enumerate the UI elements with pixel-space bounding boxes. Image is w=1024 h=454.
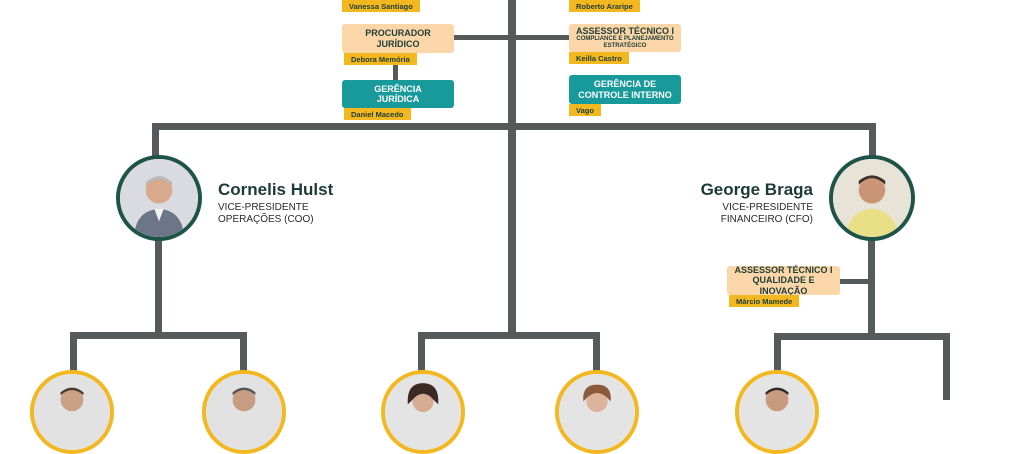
gerencia-juridica-box: GERÊNCIA JURÍDICA — [342, 80, 454, 108]
coo-role-line-1: VICE-PRESIDENTE — [218, 202, 309, 213]
top-right-person-tag: Roberto Araripe — [569, 0, 640, 12]
cfo-role-line-1: VICE-PRESIDENTE — [722, 202, 813, 213]
legal-connector — [393, 62, 398, 80]
controle-interno-title: GERÊNCIA DE CONTROLE INTERNO — [578, 79, 672, 100]
qualidade-connector — [838, 279, 870, 284]
cfo-down-line — [868, 238, 875, 338]
coo-child-2-avatar — [202, 370, 286, 454]
cfo-child-2-line — [943, 333, 950, 400]
controle-interno-person-tag: Vago — [569, 104, 601, 116]
cfo-name: George Braga — [700, 180, 813, 199]
person-icon — [833, 159, 911, 237]
person-icon — [34, 374, 110, 450]
controle-interno-box: GERÊNCIA DE CONTROLE INTERNO — [569, 75, 681, 104]
center-child-2-line — [593, 332, 600, 377]
gerencia-juridica-title: GERÊNCIA JURÍDICA — [374, 83, 422, 104]
assessor-qualidade-person-tag: Márcio Mamede — [729, 295, 800, 307]
cfo-avatar — [829, 155, 915, 241]
person-icon — [120, 159, 198, 237]
vp-horizontal-line — [152, 123, 876, 130]
coo-child-1-avatar — [30, 370, 114, 454]
cfo-child-1-avatar — [735, 370, 819, 454]
assessor-qualidade-box: ASSESSOR TÉCNICO I QUALIDADE E INOVAÇÃO — [727, 264, 840, 296]
legal-branch-line — [453, 35, 569, 40]
person-icon — [206, 374, 282, 450]
procurador-juridico-box: PROCURADOR JURÍDICO — [342, 24, 454, 53]
cfo-child-1-line — [774, 333, 781, 378]
assessor-compliance-person-tag: Keilla Castro — [569, 52, 629, 64]
assessor-qualidade-title: ASSESSOR TÉCNICO I QUALIDADE E INOVAÇÃO — [734, 264, 833, 296]
cfo-children-line — [774, 333, 950, 340]
person-icon — [559, 374, 635, 450]
cfo-role-line-2: FINANCEIRO (CFO) — [720, 214, 813, 225]
coo-children-line — [70, 332, 247, 339]
person-icon — [739, 374, 815, 450]
coo-role-line-2: OPERAÇÕES (COO) — [218, 214, 314, 225]
assessor-compliance-title: ASSESSOR TÉCNICO I — [575, 25, 674, 36]
trunk-line — [508, 0, 516, 335]
procurador-person-tag: Debora Memória — [344, 53, 417, 65]
assessor-compliance-box: ASSESSOR TÉCNICO I COMPLIANCE E PLANEJAM… — [569, 24, 681, 52]
coo-drop-line — [152, 123, 159, 157]
coo-child-1-line — [70, 332, 77, 377]
procurador-juridico-title: PROCURADOR JURÍDICO — [365, 28, 431, 49]
assessor-compliance-subtitle: COMPLIANCE E PLANEJAMENTO ESTRATÉGICO — [576, 36, 674, 50]
coo-avatar — [116, 155, 202, 241]
person-icon — [385, 374, 461, 450]
coo-name: Cornelis Hulst — [218, 180, 334, 199]
center-child-2-avatar — [555, 370, 639, 454]
cfo-drop-line — [869, 123, 876, 157]
center-child-1-avatar — [381, 370, 465, 454]
center-child-1-line — [418, 332, 425, 377]
coo-down-line — [155, 238, 162, 338]
coo-child-2-line — [240, 332, 247, 377]
top-left-person-tag: Vanessa Santiago — [342, 0, 420, 12]
gerencia-juridica-person-tag: Daniel Macedo — [344, 108, 411, 120]
center-children-line — [418, 332, 600, 339]
